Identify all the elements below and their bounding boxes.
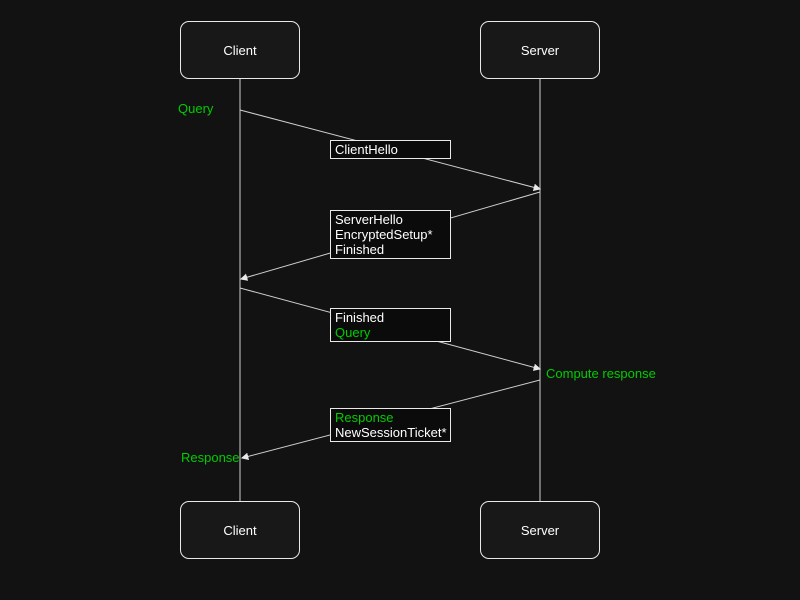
message-label-response-ticket: Response NewSessionTicket* [330, 408, 451, 442]
message-label-finished-query: Finished Query [330, 308, 451, 342]
message-line: Query [335, 325, 371, 340]
actor-client-top: Client [180, 21, 300, 79]
message-line: Finished [335, 242, 385, 257]
message-line: ClientHello [335, 142, 398, 157]
message-line: NewSessionTicket* [335, 425, 447, 440]
actor-server-bottom: Server [480, 501, 600, 559]
actor-label: Server [520, 42, 560, 58]
annotation-query: Query [178, 101, 214, 116]
message-label-clienthello: ClientHello [330, 140, 451, 159]
annotation-compute-response: Compute response [546, 366, 656, 381]
actor-label: Server [520, 522, 560, 538]
message-line: ServerHello [335, 212, 403, 227]
message-line: Finished [335, 310, 385, 325]
actor-server-top: Server [480, 21, 600, 79]
annotation-response: Response [181, 450, 240, 465]
message-line: EncryptedSetup* [335, 227, 433, 242]
actor-label: Client [223, 522, 257, 538]
actor-label: Client [223, 42, 257, 58]
message-label-serverhello: ServerHello EncryptedSetup* Finished [330, 210, 451, 259]
message-line: Response [335, 410, 394, 425]
actor-client-bottom: Client [180, 501, 300, 559]
